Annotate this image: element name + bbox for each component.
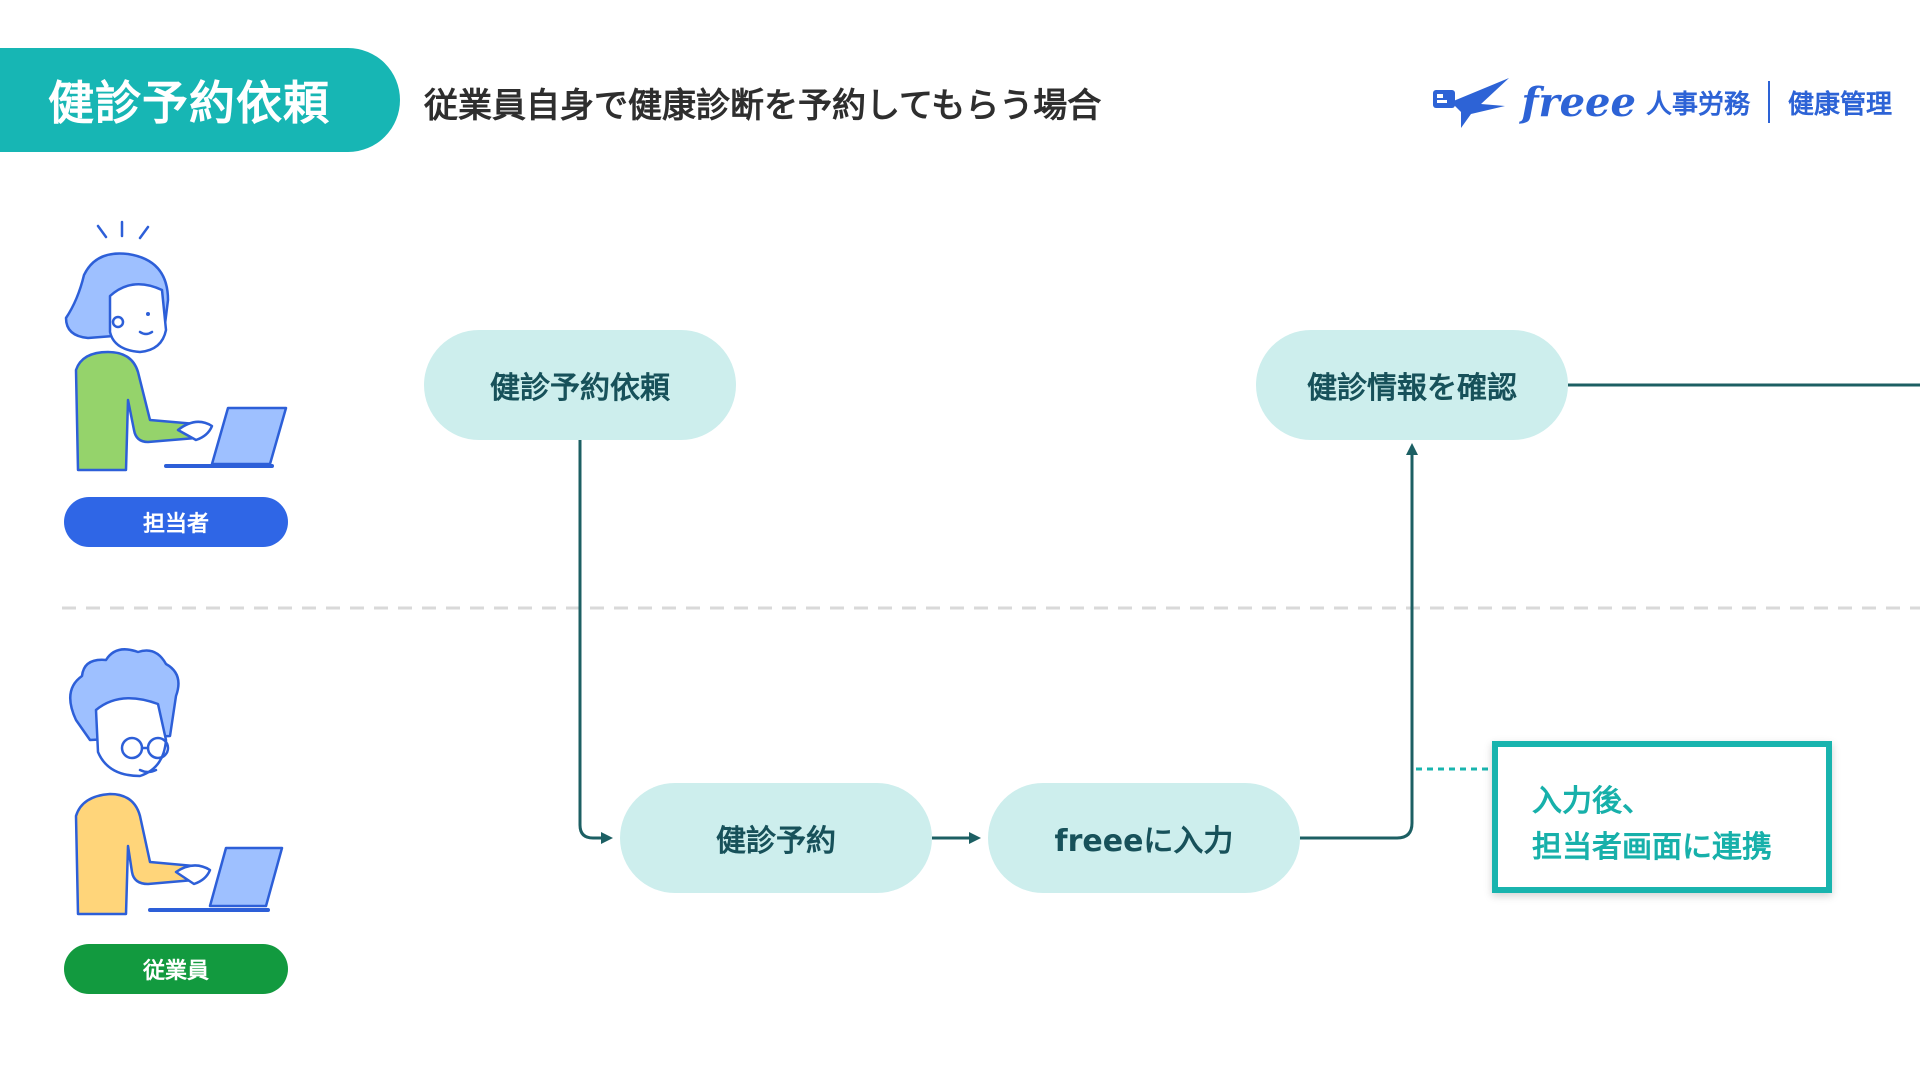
page-title: 健診予約依頼 [48,76,330,130]
brand-wordmark: freee [1521,78,1636,126]
role-label-employee: 従業員 [142,959,209,984]
admin-illustration [64,220,288,472]
step-confirm-label: 健診情報を確認 [1307,371,1517,406]
page-title-tab: 健診予約依頼 [0,48,400,152]
employee-illustration [69,648,284,916]
sync-note-line1: 入力後、 [1532,784,1652,819]
brand-product: 人事労務 [1645,89,1750,120]
step-input-label: freeeに入力 [1054,824,1234,859]
bird-icon [1433,78,1510,128]
role-badge-employee: 従業員 [64,944,288,994]
page-subtitle: 従業員自身で健康診断を予約してもらう場合 [424,86,1102,126]
step-request: 健診予約依頼 [424,330,736,440]
brand-divider [1767,81,1770,123]
brand-module: 健康管理 [1787,89,1892,120]
step-confirm: 健診情報を確認 [1256,330,1568,440]
step-input: freeeに入力 [988,783,1300,893]
role-badge-admin: 担当者 [64,497,288,547]
step-request-label: 健診予約依頼 [490,371,670,406]
brand-logo: freee 人事労務 健康管理 [1431,74,1892,130]
sync-note-line2: 担当者画面に連携 [1532,830,1772,865]
role-label-admin: 担当者 [142,512,209,537]
step-reserve: 健診予約 [620,783,932,893]
connector-input-to-confirm [1300,443,1418,840]
step-reserve-label: 健診予約 [716,824,836,859]
sync-note: 入力後、 担当者画面に連携 [1492,741,1832,893]
connector-request-to-reserve [578,440,613,844]
